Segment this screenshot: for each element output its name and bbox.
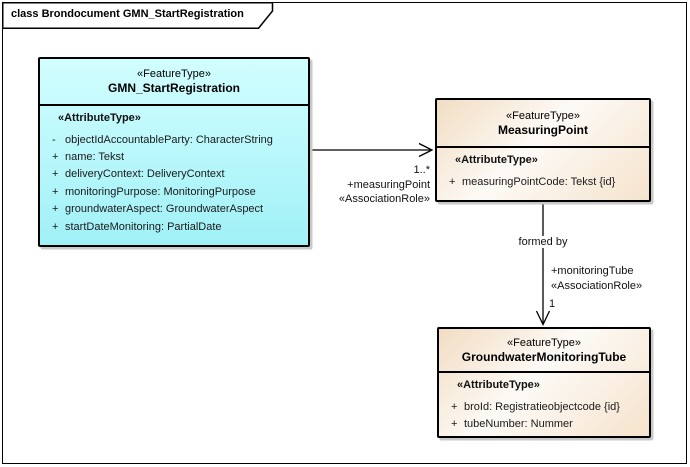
association-labels-monitoring-tube: +monitoringTube «AssociationRole» <box>551 264 642 293</box>
attribute-text: broId: Registratieobjectcode {id} <box>464 400 620 413</box>
compartment-stereotype: «AttributeType» <box>455 154 538 166</box>
visibility-symbol: + <box>52 168 59 181</box>
attribute-text: measuringPointCode: Tekst {id} <box>462 175 616 188</box>
visibility-symbol: + <box>449 175 456 188</box>
visibility-symbol: + <box>451 400 458 413</box>
attribute-row[interactable]: + deliveryContext: DeliveryContext <box>48 166 304 183</box>
compartment-stereotype: «AttributeType» <box>457 379 540 391</box>
association-stereotype-label: «AssociationRole» <box>551 279 643 292</box>
association-measuring-point[interactable] <box>310 142 434 158</box>
attribute-text: monitoringPurpose: MonitoringPurpose <box>65 185 256 198</box>
visibility-symbol: - <box>52 133 56 146</box>
attribute-row[interactable]: + measuringPointCode: Tekst {id} <box>445 173 645 190</box>
visibility-symbol: + <box>52 185 59 198</box>
multiplicity-label: 1..* <box>413 164 430 176</box>
stereotype-label: «FeatureType» <box>137 68 211 80</box>
class-name: MeasuringPoint <box>497 122 588 137</box>
attribute-row[interactable]: + groundwaterAspect: GroundwaterAspect <box>48 201 304 218</box>
class-measuring-point[interactable]: «FeatureType» MeasuringPoint «AttributeT… <box>435 98 651 202</box>
attribute-text: objectIdAccountableParty: CharacterStrin… <box>65 133 273 146</box>
stereotype-label: «FeatureType» <box>506 109 580 122</box>
attribute-text: name: Tekst <box>65 151 125 164</box>
visibility-symbol: + <box>52 220 59 233</box>
class-gmn-startregistration[interactable]: «FeatureType» GMN_StartRegistration «Att… <box>38 57 310 247</box>
attribute-row[interactable]: + monitoringPurpose: MonitoringPurpose <box>48 183 304 200</box>
stereotype-label: «FeatureType» <box>507 336 581 349</box>
attribute-row[interactable]: + startDateMonitoring: PartialDate <box>48 218 304 235</box>
association-monitoring-tube[interactable] <box>535 203 551 326</box>
multiplicity-label: 1 <box>549 298 556 310</box>
attributes-compartment: «AttributeType» + measuringPointCode: Te… <box>437 148 649 190</box>
visibility-symbol: + <box>52 151 59 164</box>
class-groundwater-monitoring-tube[interactable]: «FeatureType» GroundwaterMonitoringTube … <box>437 327 651 438</box>
class-header: «FeatureType» GroundwaterMonitoringTube <box>439 329 649 373</box>
visibility-symbol: + <box>451 418 458 431</box>
association-labels-measuring-point: 1..* +measuringPoint «AssociationRole» <box>312 163 430 207</box>
visibility-symbol: + <box>52 203 59 216</box>
class-name: GroundwaterMonitoringTube <box>461 349 627 364</box>
association-stereotype-label: «AssociationRole» <box>338 193 430 205</box>
attribute-text: startDateMonitoring: PartialDate <box>65 220 222 233</box>
class-header: «FeatureType» GMN_StartRegistration <box>40 59 308 106</box>
role-label: +measuringPoint <box>347 178 430 191</box>
attribute-row[interactable]: + name: Tekst <box>48 148 304 165</box>
attribute-text: groundwaterAspect: GroundwaterAspect <box>65 203 264 216</box>
frame-title: class Brondocument GMN_StartRegistration <box>11 8 244 20</box>
frame-tab-shape <box>2 2 274 29</box>
attribute-row[interactable]: + tubeNumber: Nummer <box>447 415 645 432</box>
compartment-stereotype: «AttributeType» <box>58 112 141 124</box>
attribute-row[interactable]: + broId: Registratieobjectcode {id} <box>447 398 645 415</box>
attributes-compartment: «AttributeType» - objectIdAccountablePar… <box>40 106 308 235</box>
attributes-compartment: «AttributeType» + broId: Registratieobje… <box>439 373 649 433</box>
attribute-row[interactable]: - objectIdAccountableParty: CharacterStr… <box>48 131 304 148</box>
class-header: «FeatureType» MeasuringPoint <box>437 100 649 148</box>
attribute-text: deliveryContext: DeliveryContext <box>65 168 225 181</box>
class-name: GMN_StartRegistration <box>107 81 241 95</box>
role-label: +monitoringTube <box>551 265 634 277</box>
attribute-text: tubeNumber: Nummer <box>464 418 573 431</box>
association-name-label: formed by <box>515 236 571 248</box>
